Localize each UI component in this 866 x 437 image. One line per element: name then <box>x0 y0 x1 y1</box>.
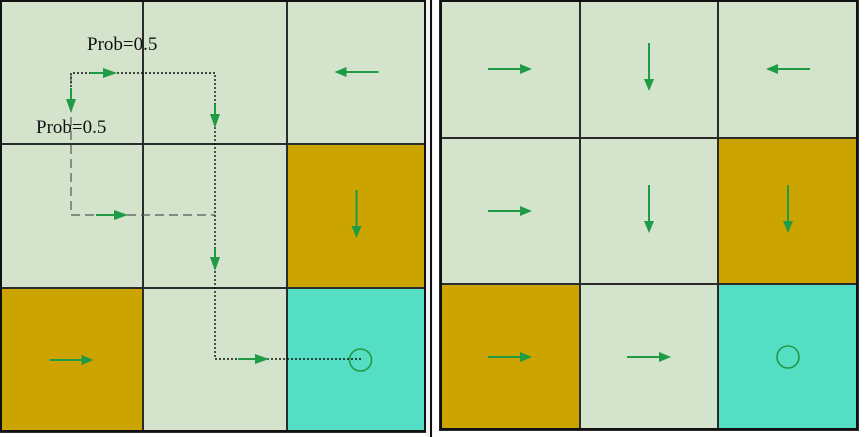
right-arrow-right-icon-r0-c0 <box>488 64 532 74</box>
left-policy-grid: Prob=0.5 Prob=0.5 <box>0 0 427 433</box>
right-arrow-down-icon-r1-c1 <box>644 185 654 233</box>
trajectory-arrow-down-mid-top <box>210 104 220 128</box>
left-arrow-left-icon-r0-c2 <box>334 67 379 77</box>
right-grid-frame <box>440 0 858 430</box>
trajectory-arrow-right-bottom <box>238 354 269 364</box>
prob-label-left: Prob=0.5 <box>36 117 106 138</box>
left-cell-r2-c2-goal <box>286 287 427 433</box>
left-grid-frame <box>0 0 426 432</box>
trajectory-arrow-down-left <box>66 88 76 113</box>
right-arrow-right-icon-r2-c0 <box>488 352 532 362</box>
panel-divider <box>426 0 433 437</box>
right-cell-r2-c2-goal <box>717 283 859 431</box>
right-policy-grid <box>439 0 859 431</box>
trajectory-arrow-right-mid <box>96 210 128 220</box>
right-arrow-left-icon-r0-c2 <box>766 64 810 74</box>
right-arrow-down-icon-r1-c2 <box>783 185 793 233</box>
right-arrow-right-icon-r1-c0 <box>488 206 532 216</box>
right-arrow-right-icon-r2-c1 <box>627 352 671 362</box>
trajectory-arrow-down-mid-bottom <box>210 248 220 271</box>
right-arrow-down-icon-r0-c1 <box>644 43 654 91</box>
trajectory-arrow-right-top <box>90 68 117 78</box>
prob-label-top: Prob=0.5 <box>87 34 157 55</box>
trajectory-dashed <box>70 75 215 216</box>
left-goal-circle-icon <box>348 348 373 372</box>
sampled-trajectories <box>66 68 362 364</box>
left-arrow-right-icon-r2-c0 <box>49 355 94 365</box>
right-goal-circle-icon <box>776 345 800 369</box>
left-arrow-down-icon-r1-c2 <box>351 190 362 238</box>
